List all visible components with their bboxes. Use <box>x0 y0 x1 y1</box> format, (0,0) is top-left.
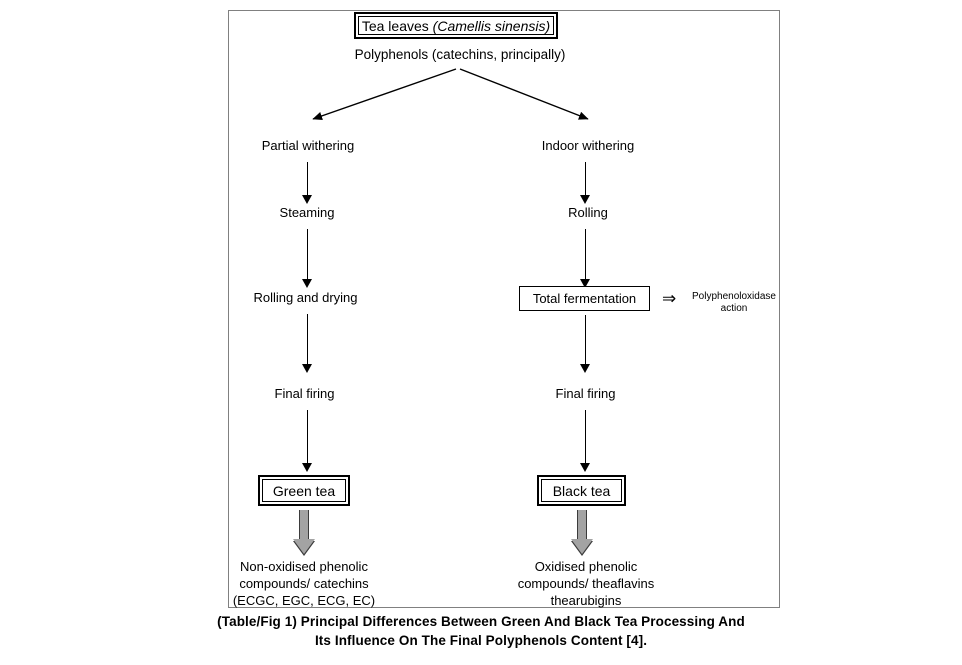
left-outcome: Non-oxidised phenolic compounds/ catechi… <box>224 558 384 609</box>
title-text-species: (Camellis sinensis) <box>432 17 551 34</box>
enzyme-annotation-line-1: Polyphenoloxidase <box>692 291 776 302</box>
left-step-partial-withering: Partial withering <box>261 138 355 153</box>
right-step-final-firing: Final firing <box>555 386 616 401</box>
right-block-arrow <box>571 510 593 556</box>
left-arrow-2 <box>302 229 313 288</box>
left-outcome-line-3: (ECGC, EGC, ECG, EC) <box>232 593 376 608</box>
right-arrow-3 <box>580 315 591 373</box>
caption-line-2: Its Influence On The Final Polyphenols C… <box>314 633 648 648</box>
figure-frame <box>228 10 780 608</box>
green-tea-label-wrap: Green tea <box>262 479 346 502</box>
caption-line-1: (Table/Fig 1) Principal Differences Betw… <box>217 614 745 629</box>
total-fermentation-label: Total fermentation <box>532 291 637 306</box>
left-step-steaming: Steaming <box>279 205 335 220</box>
product-box-black-tea: Black tea <box>537 475 626 506</box>
left-outcome-line-2: compounds/ catechins <box>239 576 369 591</box>
figure-caption: (Table/Fig 1) Principal Differences Betw… <box>181 612 781 650</box>
black-tea-label: Black tea <box>552 482 611 499</box>
right-step-total-fermentation-box: Total fermentation <box>519 286 650 311</box>
right-arrow-2 <box>580 229 591 288</box>
enzyme-arrow-icon: ⇒ <box>662 289 677 308</box>
right-arrow-4 <box>580 410 591 472</box>
right-outcome-line-3: thearubigins <box>550 593 622 608</box>
right-outcome-line-1: Oxidised phenolic <box>534 559 638 574</box>
enzyme-annotation: Polyphenoloxidase action <box>680 291 788 315</box>
left-step-final-firing: Final firing <box>274 386 335 401</box>
right-outcome-line-2: compounds/ theaflavins <box>517 576 655 591</box>
left-arrow-3 <box>302 314 313 373</box>
subtitle-polyphenols: Polyphenols (catechins, principally) <box>354 47 566 62</box>
title-text-plain: Tea leaves <box>361 17 429 34</box>
left-outcome-line-1: Non-oxidised phenolic <box>240 559 368 574</box>
green-tea-label: Green tea <box>272 482 336 499</box>
product-box-green-tea: Green tea <box>258 475 350 506</box>
title-box-inner: Tea leaves (Camellis sinensis) <box>358 16 554 35</box>
right-step-rolling: Rolling <box>568 205 608 220</box>
right-arrow-1 <box>580 162 591 204</box>
left-block-arrow <box>293 510 315 556</box>
left-arrow-4 <box>302 410 313 472</box>
black-tea-label-wrap: Black tea <box>541 479 622 502</box>
branch-arrow-left <box>312 68 457 120</box>
branch-arrows <box>312 68 589 120</box>
right-step-indoor-withering: Indoor withering <box>541 138 635 153</box>
branch-arrow-right <box>459 68 589 120</box>
right-outcome: Oxidised phenolic compounds/ theaflavins… <box>503 558 669 609</box>
enzyme-annotation-line-2: action <box>720 303 748 314</box>
left-step-rolling-and-drying: Rolling and drying <box>253 290 358 305</box>
left-arrow-1 <box>302 162 313 204</box>
title-box: Tea leaves (Camellis sinensis) <box>354 12 558 39</box>
